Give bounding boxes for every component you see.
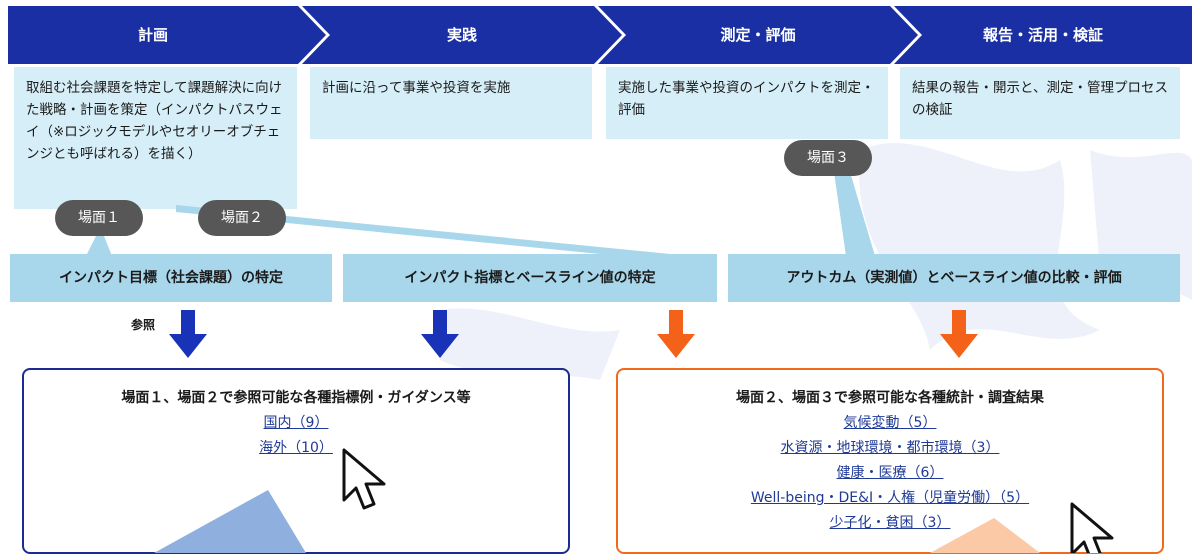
chevron-shape [8,6,326,64]
link-health-medical[interactable]: 健康・医療（6） [836,465,944,481]
link-water-environment[interactable]: 水資源・地球環境・都市環境（3） [780,440,1000,456]
down-arrow-icon [657,310,695,358]
scene-2-badge: 場面２ [198,200,286,236]
stage-practice-label: 実践 [446,26,477,44]
guidance-panel-title: 場面１、場面２で参照可能な各種指標例・ガイダンス等 [121,390,471,406]
down-arrow-icon [940,310,978,358]
chevron-shape [598,6,918,64]
chevron-shape [894,6,1192,64]
step-impact-indicator: インパクト指標とベースライン値の特定 [343,254,717,302]
step-impact-goal: インパクト目標（社会課題）の特定 [10,254,332,302]
chevron-shape [302,6,622,64]
statistics-panel-title: 場面２、場面３で参照可能な各種統計・調査結果 [736,390,1044,406]
scene-1-badge: 場面１ [55,200,143,236]
step-outcome-comparison: アウトカム（実測値）とベースライン値の比較・評価 [728,254,1180,302]
stage-report: 報告・活用・検証 [894,6,1192,64]
scene-3-badge: 場面３ [784,140,872,176]
down-arrow-icon [421,310,459,358]
stage-measure-label: 測定・評価 [720,26,796,44]
link-birthrate-poverty[interactable]: 少子化・貧困（3） [829,515,951,531]
mouse-cursor-icon [342,448,386,510]
guidance-panel: 場面１、場面２で参照可能な各種指標例・ガイダンス等 国内（9） 海外（10） [22,368,570,554]
link-domestic[interactable]: 国内（9） [263,415,329,431]
stage-report-label: 報告・活用・検証 [982,26,1103,44]
reference-label: 参照 [131,318,156,332]
down-arrow-icon [169,310,207,358]
link-climate-change[interactable]: 気候変動（5） [843,415,937,431]
stage-practice: 実践 [302,6,622,64]
link-wellbeing-dei[interactable]: Well-being・DE&I・人権（児童労働）（5） [750,490,1030,506]
stage-plan-description: 取組む社会課題を特定して課題解決に向けた戦略・計画を策定（インパクトパスウェイ（… [14,67,297,209]
stage-plan-label: 計画 [137,26,168,44]
stage-report-description: 結果の報告・開示と、測定・管理プロセスの検証 [900,67,1180,139]
mouse-cursor-icon [1070,502,1114,553]
stage-measure: 測定・評価 [598,6,918,64]
stage-plan: 計画 [8,6,326,64]
link-overseas[interactable]: 海外（10） [259,440,333,456]
stage-measure-description: 実施した事業や投資のインパクトを測定・評価 [606,67,888,139]
stage-practice-description: 計画に沿って事業や投資を実施 [310,67,592,139]
